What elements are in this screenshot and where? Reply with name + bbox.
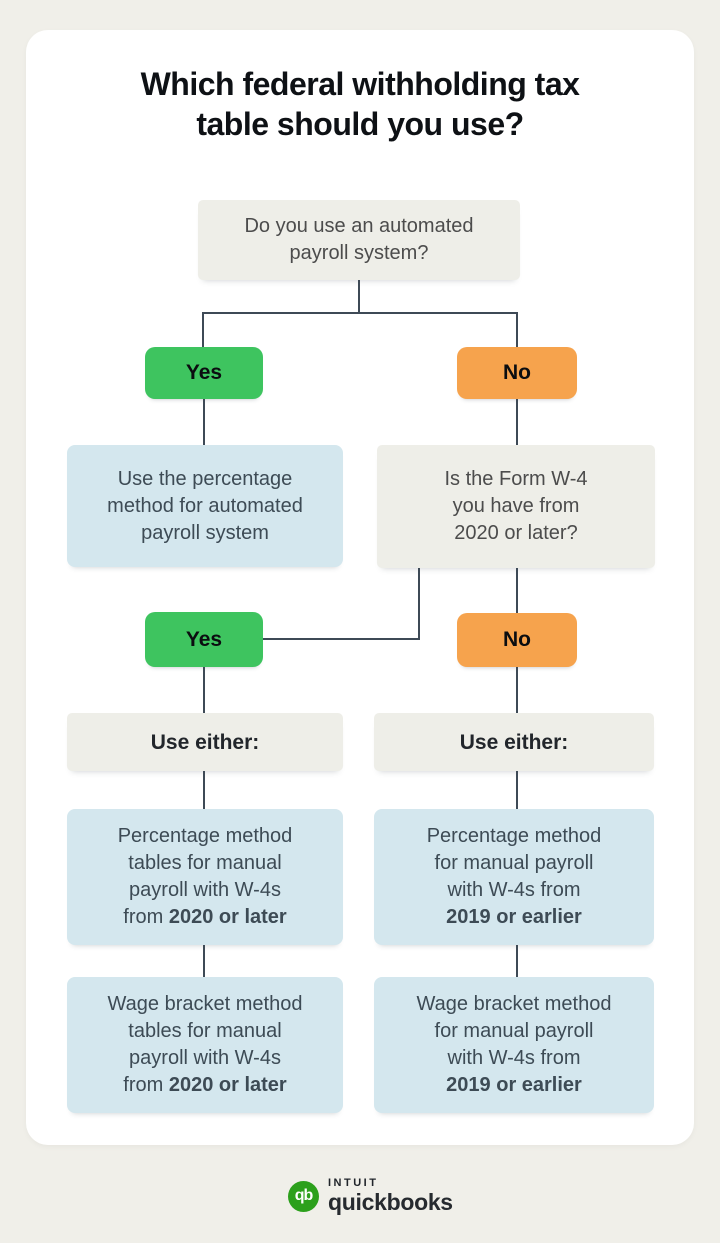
question-line: Do you use an automated: [244, 215, 474, 237]
result-line: for manual payroll: [434, 1020, 594, 1042]
result-line: from 2020 or later: [123, 1074, 287, 1096]
connector-line: [203, 399, 205, 445]
connector-line: [516, 568, 518, 613]
question-line: payroll system?: [289, 242, 429, 264]
no-badge-1: No: [457, 347, 577, 399]
connector-line: [516, 771, 518, 810]
result-line: from 2020 or later: [123, 906, 287, 928]
connector-line: [202, 312, 518, 314]
connector-line: [203, 667, 205, 713]
connector-line: [202, 312, 204, 347]
result-line: with W-4s from: [447, 879, 581, 901]
connector-line: [516, 667, 518, 713]
result-line: method for automated: [107, 494, 303, 517]
result-line: payroll with W-4s: [129, 1047, 281, 1069]
connector-line: [516, 399, 518, 445]
connector-line: [516, 312, 518, 347]
quickbooks-wordmark: quickbooks: [328, 1189, 453, 1215]
brand-text: INTUIT quickbooks: [328, 1178, 453, 1214]
result-box-automated-percentage: Use the percentage method for automated …: [67, 445, 343, 567]
no-badge-2: No: [457, 613, 577, 667]
result-line: Wage bracket method: [107, 993, 303, 1015]
result-line: 2019 or earlier: [446, 1074, 582, 1096]
question-box-automated-payroll: Do you use an automated payroll system?: [198, 200, 520, 280]
result-box-percentage-2019: Percentage method for manual payroll wit…: [374, 809, 654, 945]
connector-line: [203, 945, 205, 977]
yes-badge-2: Yes: [145, 612, 263, 667]
quickbooks-brand-lockup: qb INTUIT quickbooks: [288, 1178, 453, 1214]
result-line: with W-4s from: [447, 1047, 581, 1069]
connector-line: [203, 771, 205, 810]
result-box-percentage-2020: Percentage method tables for manual payr…: [67, 809, 343, 945]
result-line: for manual payroll: [434, 852, 594, 874]
result-line: Wage bracket method: [416, 993, 612, 1015]
page-title: Which federal withholding tax table shou…: [60, 64, 660, 144]
result-line: Use the percentage: [117, 467, 293, 490]
result-line: 2019 or earlier: [446, 906, 582, 928]
question-line: 2020 or later?: [454, 522, 578, 544]
quickbooks-logo-icon: qb: [288, 1180, 319, 1212]
intuit-wordmark: INTUIT: [328, 1177, 379, 1189]
result-line: tables for manual: [128, 1020, 282, 1042]
question-line: Is the Form W-4: [444, 468, 588, 490]
connector-line: [516, 945, 518, 977]
result-line: payroll with W-4s: [129, 879, 281, 901]
page-title-line1: Which federal withholding tax: [140, 66, 580, 102]
result-box-wage-bracket-2019: Wage bracket method for manual payroll w…: [374, 977, 654, 1113]
use-either-box-left: Use either:: [67, 713, 343, 771]
result-line: Percentage method: [117, 825, 293, 847]
connector-elbow: [263, 568, 420, 640]
use-either-box-right: Use either:: [374, 713, 654, 771]
connector-line: [358, 280, 360, 313]
result-box-wage-bracket-2020: Wage bracket method tables for manual pa…: [67, 977, 343, 1113]
question-box-w4-year: Is the Form W-4 you have from 2020 or la…: [377, 445, 655, 568]
result-line: tables for manual: [128, 852, 282, 874]
result-line: Percentage method: [426, 825, 602, 847]
result-line: payroll system: [141, 521, 269, 544]
yes-badge-1: Yes: [145, 347, 263, 399]
page-title-line2: table should you use?: [196, 106, 524, 142]
question-line: you have from: [452, 495, 580, 517]
